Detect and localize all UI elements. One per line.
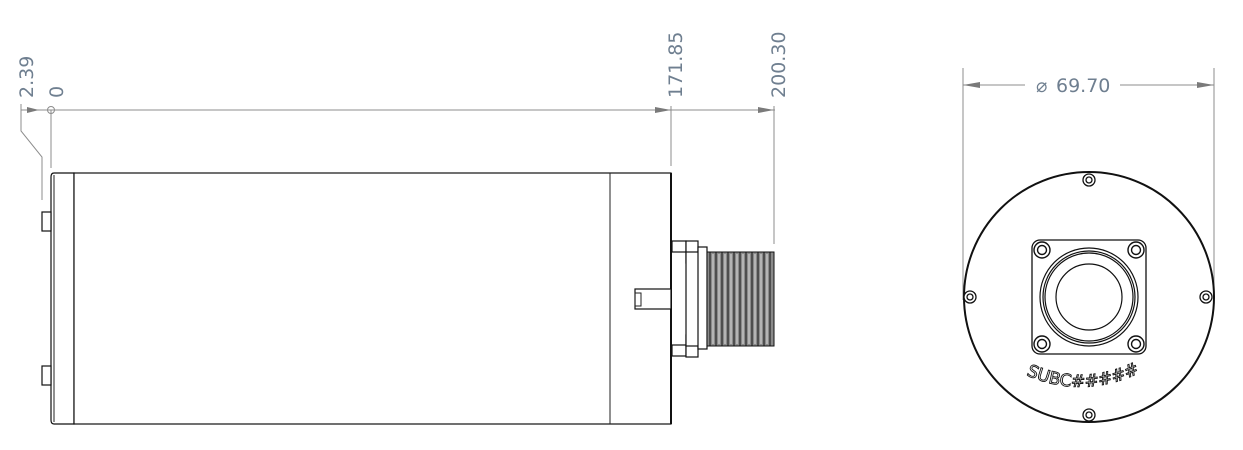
flange-screws bbox=[1033, 241, 1145, 353]
dim-body-length-label: 171.85 bbox=[665, 32, 687, 98]
flange-bolt-top bbox=[671, 240, 687, 253]
cap-tab-bottom bbox=[41, 365, 52, 386]
dim-overall-arrow bbox=[758, 107, 774, 113]
dim-offset-label: 2.39 bbox=[16, 56, 38, 98]
housing-body bbox=[73, 172, 672, 425]
end-view: ⌀ 69.70 SUBC##### bbox=[962, 68, 1215, 423]
connector-port-rings bbox=[1039, 247, 1139, 347]
dim-body-arrow bbox=[655, 107, 671, 113]
cap-tab-top bbox=[41, 211, 52, 232]
threaded-connector bbox=[706, 251, 775, 347]
perimeter-screws bbox=[963, 173, 1213, 422]
dim-offset-arrow bbox=[27, 107, 39, 113]
dia-label: 69.70 bbox=[1056, 75, 1110, 97]
dim-offset-leader bbox=[20, 104, 43, 200]
dim-origin-label: 0 bbox=[46, 86, 68, 98]
end-cap bbox=[50, 172, 75, 425]
side-view: 2.39 0 171.85 200.30 bbox=[16, 32, 790, 425]
dia-symbol: ⌀ bbox=[1036, 75, 1047, 97]
connector-square-flange bbox=[1031, 239, 1147, 355]
flange-bolt-bottom bbox=[671, 344, 687, 357]
dim-overall-length-label: 200.30 bbox=[768, 32, 790, 98]
connector-neck bbox=[697, 246, 708, 350]
